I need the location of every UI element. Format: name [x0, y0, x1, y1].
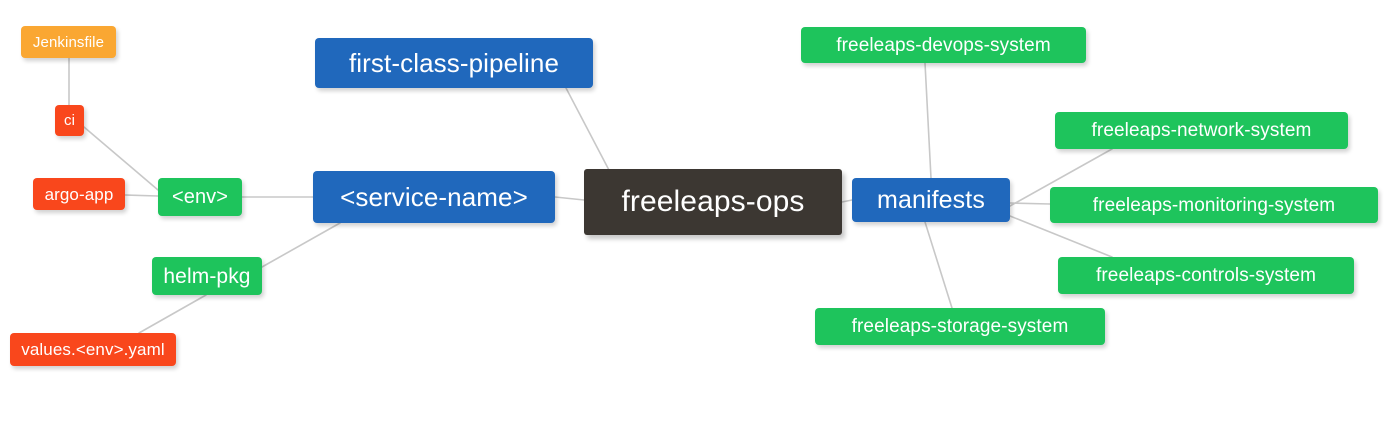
node-label: first-class-pipeline — [348, 48, 560, 78]
node-label: freeleaps-monitoring-system — [1092, 194, 1336, 216]
mindmap-node-freeleaps-controls-system[interactable]: freeleaps-controls-system — [1058, 257, 1354, 294]
mindmap-node-manifests[interactable]: manifests — [852, 178, 1010, 222]
node-label: helm-pkg — [163, 264, 251, 288]
edge-manifests-to-freeleaps-devops-system — [924, 62, 932, 179]
mindmap-node-freeleaps-storage-system[interactable]: freeleaps-storage-system — [815, 308, 1105, 345]
mindmap-node-freeleaps-monitoring-system[interactable]: freeleaps-monitoring-system — [1050, 187, 1378, 223]
mindmap-node-first-class-pipeline[interactable]: first-class-pipeline — [315, 38, 593, 88]
mindmap-node-values-env-yaml[interactable]: values.<env>.yaml — [10, 333, 176, 366]
edge-freeleaps-ops-to-service-name — [554, 196, 585, 201]
mindmap-node-service-name[interactable]: <service-name> — [313, 171, 555, 223]
node-label: <env> — [171, 186, 229, 208]
mindmap-node-freeleaps-devops-system[interactable]: freeleaps-devops-system — [801, 27, 1086, 63]
node-label: <service-name> — [340, 182, 528, 212]
node-label: ci — [63, 112, 76, 129]
mindmap-node-argo-app[interactable]: argo-app — [33, 178, 125, 210]
mindmap-node-env[interactable]: <env> — [158, 178, 242, 216]
node-label: values.<env>.yaml — [21, 340, 165, 359]
node-label: freeleaps-ops — [621, 185, 805, 218]
node-label: freeleaps-storage-system — [851, 316, 1069, 337]
mindmap-node-freeleaps-network-system[interactable]: freeleaps-network-system — [1055, 112, 1348, 149]
edge-manifests-to-freeleaps-storage-system — [924, 221, 953, 309]
edge-helm-pkg-to-values-env-yaml — [138, 294, 207, 334]
edge-freeleaps-ops-to-first-class-pipeline — [565, 87, 611, 173]
node-label: freeleaps-network-system — [1091, 120, 1312, 141]
node-label: argo-app — [44, 184, 114, 204]
edge-manifests-to-freeleaps-monitoring-system — [1009, 202, 1051, 205]
node-label: manifests — [877, 185, 985, 214]
mindmap-node-helm-pkg[interactable]: helm-pkg — [152, 257, 262, 295]
node-label: freeleaps-controls-system — [1095, 265, 1317, 286]
node-label: freeleaps-devops-system — [836, 34, 1051, 56]
mindmap-node-freeleaps-ops[interactable]: freeleaps-ops — [584, 169, 842, 235]
edge-freeleaps-ops-to-manifests — [841, 199, 853, 203]
mindmap-node-ci[interactable]: ci — [55, 105, 84, 136]
mindmap-node-jenkinsfile[interactable]: Jenkinsfile — [21, 26, 116, 58]
edge-service-name-to-helm-pkg — [261, 222, 341, 268]
node-label: Jenkinsfile — [32, 33, 105, 51]
edge-env-to-argo-app — [124, 194, 159, 197]
